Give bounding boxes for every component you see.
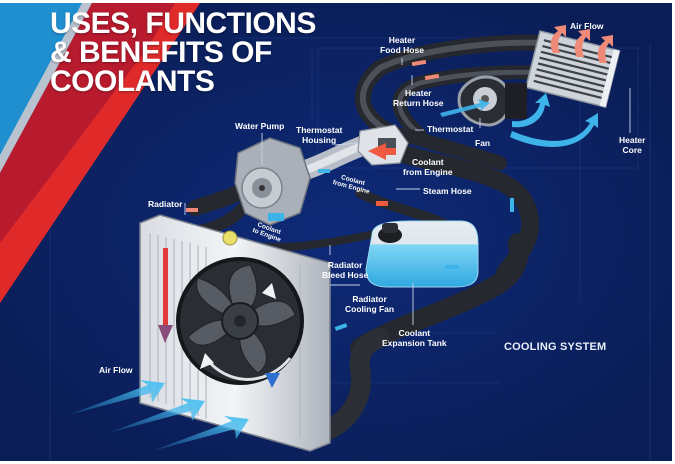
label-line: Food Hose xyxy=(380,45,424,55)
leader-lines xyxy=(184,58,631,325)
label-air-flow-bottom: Air Flow xyxy=(99,365,133,375)
label-line: Thermostat xyxy=(296,125,343,135)
coolant-expansion-tank xyxy=(365,220,479,288)
label-line: Core xyxy=(622,145,642,155)
label-line: Expansion Tank xyxy=(382,338,447,348)
label-thermostat-housing: Thermostat Housing xyxy=(296,125,342,145)
label-line: from Engine xyxy=(403,167,453,177)
label-line: Radiator xyxy=(352,294,387,304)
label-line: Heater xyxy=(619,135,646,145)
label-line: Housing xyxy=(302,135,337,145)
label-coolant-expansion-tank: Coolant Expansion Tank xyxy=(382,328,447,348)
label-line: Heater xyxy=(388,35,416,45)
radiator-cooling-fan xyxy=(176,257,304,388)
cooling-system-caption: COOLING SYSTEM xyxy=(504,341,607,353)
label-radiator-bleed-hose: Radiator Bleed Hose xyxy=(322,260,368,280)
flow-indicators xyxy=(186,59,514,331)
label-water-pump: Water Pump xyxy=(235,121,285,131)
title-line-3: COOLANTS xyxy=(50,65,215,98)
label-radiator: Radiator xyxy=(148,199,183,209)
decorative-stripes xyxy=(0,3,200,303)
title-line-1: USES, FUNCTIONS xyxy=(50,7,316,40)
thermostat-housing xyxy=(357,124,409,166)
airflow-arrows-bottom xyxy=(68,380,249,451)
label-line: Cooling Fan xyxy=(345,304,395,314)
label-radiator-cooling-fan: Radiator Cooling Fan xyxy=(345,294,394,314)
label-line: Bleed Hose xyxy=(322,270,369,280)
label-line: Radiator xyxy=(327,260,363,270)
cooling-system-diagram: USES, FUNCTIONS & BENEFITS OF COOLANTS H… xyxy=(0,3,672,461)
diagram-illustration xyxy=(0,3,672,461)
label-coolant-from-engine: Coolant from Engine xyxy=(403,157,453,177)
label-line: Return Hose xyxy=(393,98,444,108)
hot-airflow-arrows xyxy=(550,25,613,63)
label-line: Coolant xyxy=(398,328,431,338)
label-heater-return-hose: Heater Return Hose xyxy=(393,88,444,108)
page-title: USES, FUNCTIONS & BENEFITS OF COOLANTS xyxy=(50,7,316,98)
heater-fan xyxy=(457,75,527,127)
water-pump xyxy=(234,137,311,226)
label-air-flow-top: Air Flow xyxy=(570,21,604,31)
label-line: Coolant xyxy=(411,157,444,167)
heater-core xyxy=(525,30,621,109)
label-line: Heater xyxy=(405,88,432,98)
title-line-2: & BENEFITS OF xyxy=(50,36,272,69)
label-thermostat: Thermostat xyxy=(427,124,474,134)
label-heater-core: Heater Core xyxy=(619,135,645,155)
cool-airflow-arrows xyxy=(440,93,598,147)
label-fan: Fan xyxy=(475,138,491,148)
label-steam-hose: Steam Hose xyxy=(423,186,472,196)
label-heater-feed-hose: Heater Food Hose xyxy=(380,35,424,55)
